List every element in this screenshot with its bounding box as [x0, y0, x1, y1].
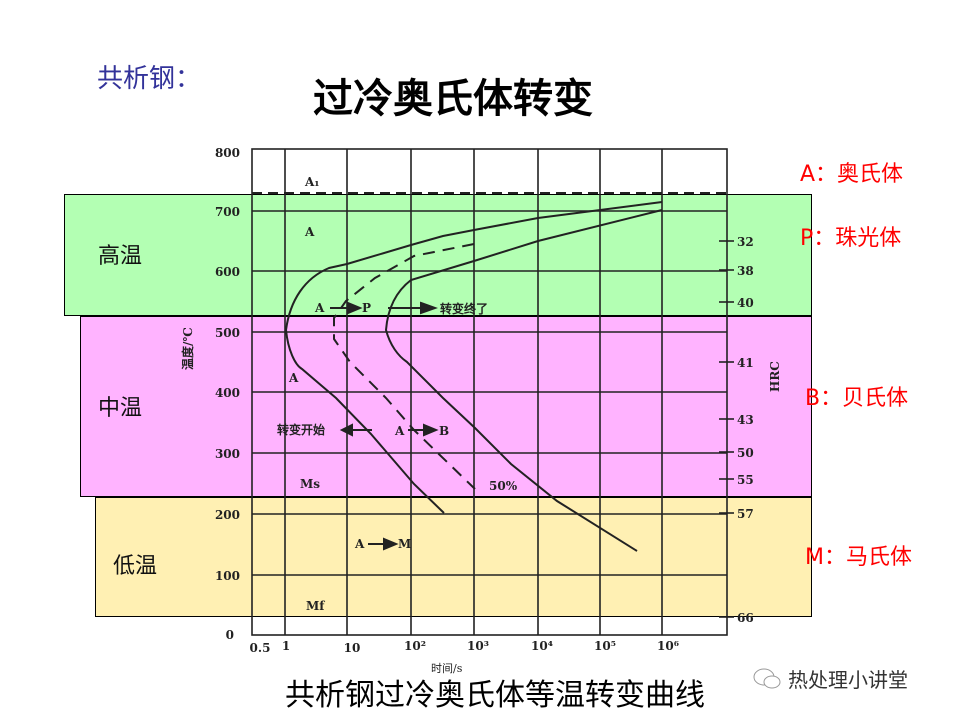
- x-tick: 1: [282, 639, 290, 653]
- start-label: 转变开始: [277, 422, 325, 437]
- hrc-ticks: [719, 240, 734, 618]
- y-tick: 700: [215, 205, 240, 219]
- svg-text:55: 55: [737, 473, 754, 487]
- hrc-labels: 32 38 40 41 43 50 55 57 66: [737, 235, 754, 625]
- svg-text:50%: 50%: [489, 479, 518, 493]
- y-tick: 100: [215, 569, 240, 583]
- zone-low-label: 低温: [113, 554, 158, 579]
- finish-label: 转变终了: [440, 301, 488, 316]
- x-axis-label: 时间/s: [431, 662, 463, 675]
- zone-high-label: 高温: [98, 244, 143, 269]
- y-tick: 400: [215, 386, 240, 400]
- mid-temp-band: [80, 316, 812, 497]
- y-tick: 800: [215, 146, 240, 160]
- x-tick: 10⁵: [594, 639, 616, 653]
- hrc-axis-label: HRC: [768, 361, 782, 392]
- a1-label: A₁: [304, 175, 320, 189]
- legend-martensite: M：马氏体: [805, 545, 912, 570]
- x-tick: 10²: [404, 639, 426, 653]
- y-tick: 200: [215, 508, 240, 522]
- legend-austenite: A：奥氏体: [800, 162, 904, 187]
- wechat-icon: [753, 668, 781, 688]
- half-transformation-curve: [333, 243, 476, 490]
- page-title: 过冷奥氏体转变: [313, 76, 593, 122]
- svg-text:50: 50: [737, 446, 754, 460]
- annotations: A₁ A A P 转变终了 A 转变开始 A B Ms 50% A M Mf: [277, 175, 518, 613]
- watermark-text: 热处理小讲堂: [788, 668, 908, 692]
- svg-text:32: 32: [737, 235, 754, 249]
- transformation-finish-curve: [384, 209, 663, 552]
- transformation-start-curve: [284, 201, 663, 514]
- y-tick: 300: [215, 447, 240, 461]
- low-temp-band: [95, 497, 812, 617]
- legend-bainite: B：贝氏体: [805, 386, 909, 411]
- svg-text:A: A: [354, 537, 365, 551]
- svg-text:M: M: [398, 537, 411, 551]
- ms-label: Ms: [300, 477, 320, 491]
- x-tick: 10⁴: [531, 639, 553, 653]
- y-tick: 600: [215, 265, 240, 279]
- svg-text:41: 41: [737, 356, 754, 370]
- legend-pearlite: P：珠光体: [800, 226, 902, 251]
- x-tick: 10³: [467, 639, 489, 653]
- figure-caption: 共析钢过冷奥氏体等温转变曲线: [285, 678, 705, 713]
- svg-text:40: 40: [737, 296, 754, 310]
- svg-text:66: 66: [737, 611, 754, 625]
- x-tick: 0.5: [250, 641, 271, 655]
- svg-text:A: A: [314, 301, 325, 315]
- subtitle: 共析钢：: [97, 64, 202, 94]
- svg-text:P: P: [362, 301, 371, 315]
- y-axis-label: 温度/℃: [180, 327, 195, 370]
- watermark: 热处理小讲堂: [752, 664, 908, 693]
- mf-label: Mf: [306, 599, 325, 613]
- zone-mid-label: 中温: [98, 396, 143, 421]
- x-tick: 10⁶: [657, 639, 679, 653]
- svg-text:A: A: [394, 424, 405, 438]
- x-tick-labels: 0.5 1 10 10² 10³ 10⁴ 10⁵ 10⁶: [250, 639, 679, 655]
- svg-text:B: B: [439, 424, 449, 438]
- svg-text:38: 38: [737, 264, 754, 278]
- svg-text:A: A: [304, 225, 315, 239]
- svg-text:57: 57: [737, 507, 754, 521]
- x-tick: 10: [344, 641, 361, 655]
- svg-text:A: A: [288, 371, 299, 385]
- arrows: [330, 301, 439, 551]
- y-tick: 500: [215, 326, 240, 340]
- svg-text:43: 43: [737, 413, 754, 427]
- y-tick-labels: 800 700 600 500 400 300 200 100 0: [215, 146, 240, 642]
- y-tick: 0: [226, 628, 234, 642]
- high-temp-band: [64, 194, 812, 316]
- h-gridlines: [252, 210, 727, 576]
